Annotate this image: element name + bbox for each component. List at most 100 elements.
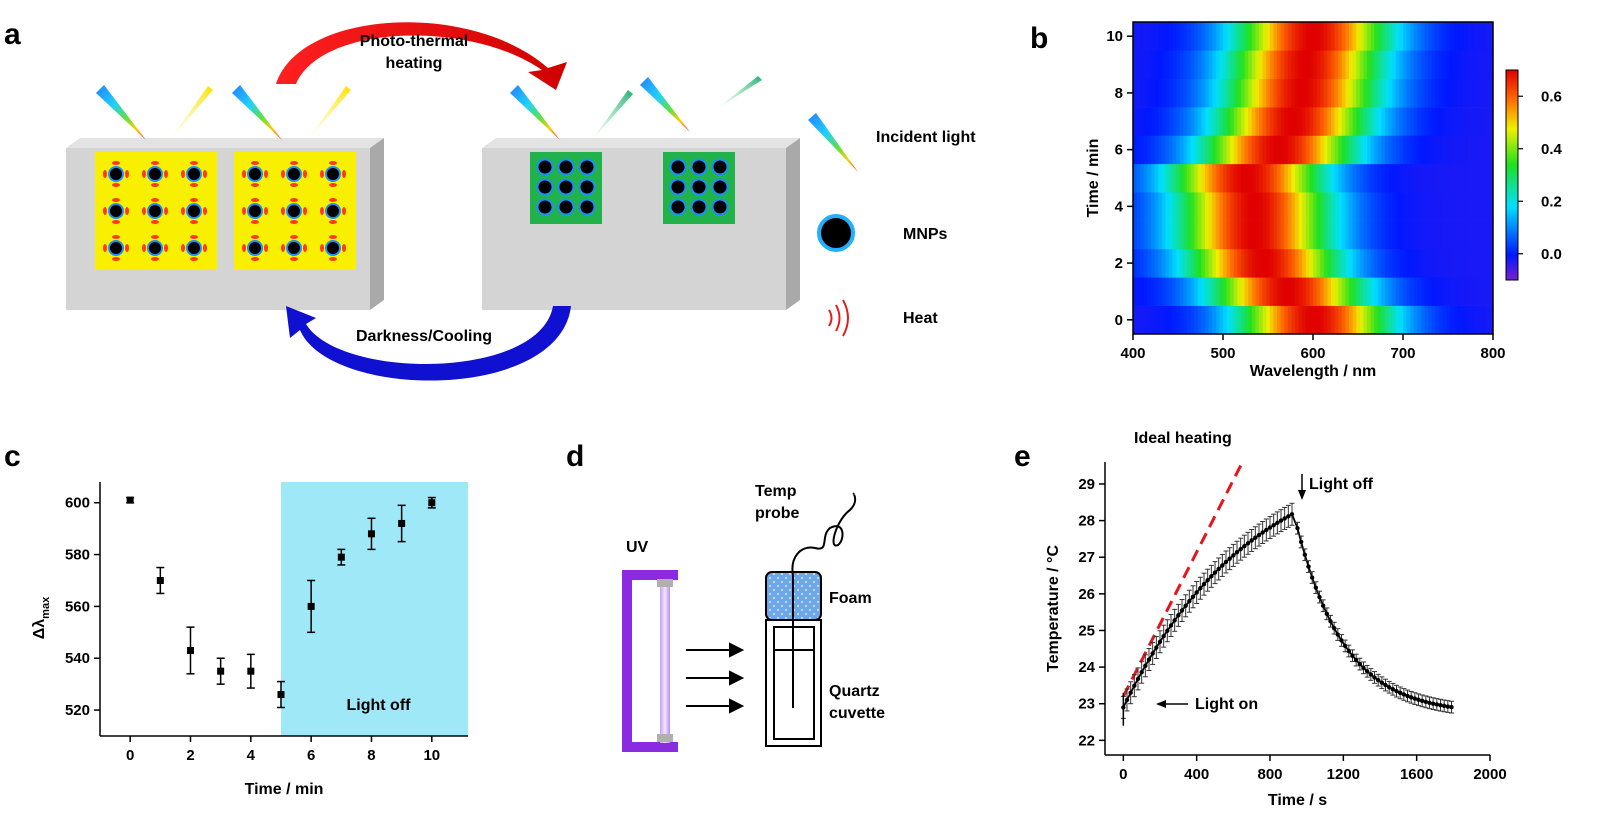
- heatmap-cell: [1259, 163, 1264, 193]
- heatmap-cell: [1226, 305, 1231, 335]
- heatmap-cell: [1467, 220, 1472, 250]
- photothermal-label-1: Photo-thermal: [360, 33, 468, 50]
- heatmap-cell: [1219, 305, 1224, 335]
- heatmap-cell: [1151, 220, 1156, 250]
- heatmap-cell: [1410, 78, 1415, 108]
- y-axis-title: Δλmax: [31, 596, 52, 639]
- heatmap-cell: [1313, 277, 1318, 306]
- heatmap-cell: [1413, 192, 1418, 221]
- heatmap-cell: [1266, 107, 1271, 136]
- heatmap-cell: [1244, 22, 1249, 51]
- heatmap-cell: [1241, 22, 1246, 51]
- heatmap-cell: [1251, 107, 1256, 136]
- temperature-point: [1164, 619, 1170, 643]
- heatmap-cell: [1439, 135, 1444, 165]
- heatmap-cell: [1266, 220, 1271, 250]
- heatmap-cell: [1392, 135, 1397, 165]
- heatmap-cell: [1478, 277, 1483, 306]
- heatmap-cell: [1367, 50, 1372, 80]
- heatmap-cell: [1424, 50, 1429, 80]
- heatmap-cell: [1482, 305, 1487, 335]
- heated-mnp: [281, 198, 307, 224]
- heatmap-cell: [1295, 220, 1300, 250]
- x-tick-label: 800: [1480, 345, 1505, 362]
- cool-mnp: [669, 198, 687, 216]
- heatmap-cell: [1392, 220, 1397, 250]
- heatmap-cell: [1453, 107, 1458, 136]
- heatmap-cell: [1381, 192, 1386, 221]
- heated-mnp: [181, 235, 207, 261]
- heatmap-cell: [1475, 192, 1480, 221]
- heatmap-cell: [1388, 220, 1393, 250]
- heatmap-cell: [1133, 305, 1138, 335]
- y-tick-label: 24: [1078, 659, 1095, 676]
- heatmap-cell: [1388, 277, 1393, 306]
- heatmap-cell: [1205, 305, 1210, 335]
- heatmap-cell: [1417, 135, 1422, 165]
- uv-arrows: [686, 642, 745, 714]
- heatmap-cell: [1482, 78, 1487, 108]
- heatmap-cell: [1241, 220, 1246, 250]
- heatmap-cell: [1136, 192, 1141, 221]
- heatmap-cell: [1417, 248, 1422, 278]
- temperature-point: [1368, 668, 1374, 681]
- heatmap-cell: [1485, 220, 1490, 250]
- heatmap-cell: [1233, 78, 1238, 108]
- heatmap-cell: [1273, 135, 1278, 165]
- panel-letter-a: a: [4, 18, 21, 51]
- heatmap-cell: [1334, 220, 1339, 250]
- heatmap-cell: [1421, 107, 1426, 136]
- heatmap-cell: [1302, 22, 1307, 51]
- heatmap-cell: [1212, 50, 1217, 80]
- heatmap-cell: [1334, 135, 1339, 165]
- heatmap-cell: [1352, 107, 1357, 136]
- heatmap-cell: [1431, 107, 1436, 136]
- heatmap-cell: [1460, 78, 1465, 108]
- heatmap-cell: [1287, 277, 1292, 306]
- heatmap-cell: [1201, 135, 1206, 165]
- heatmap-cell: [1133, 22, 1138, 51]
- heatmap-cell: [1215, 192, 1220, 221]
- heatmap-row: [1133, 248, 1494, 278]
- heatmap-cell: [1169, 50, 1174, 80]
- y-axis-title: Time / min: [1085, 139, 1102, 218]
- heatmap-cell: [1208, 220, 1213, 250]
- heatmap-cell: [1370, 192, 1375, 221]
- heatmap-cell: [1161, 220, 1166, 250]
- heatmap-cell: [1187, 135, 1192, 165]
- temperature-point: [1390, 682, 1396, 696]
- heatmap-cell: [1302, 248, 1307, 278]
- heatmap-cell: [1147, 22, 1152, 51]
- heatmap-cell: [1316, 50, 1321, 80]
- temperature-point: [1295, 521, 1300, 535]
- heatmap-cell: [1194, 220, 1199, 250]
- temperature-point: [1223, 550, 1229, 574]
- heatmap-cell: [1460, 305, 1465, 335]
- heatmap-cell: [1485, 50, 1490, 80]
- heatmap-cell: [1421, 220, 1426, 250]
- heatmap-cell: [1331, 50, 1336, 80]
- heatmap-cell: [1223, 22, 1228, 51]
- heat-icon: [828, 299, 849, 337]
- heatmap-cell: [1287, 163, 1292, 193]
- heatmap-cell: [1154, 50, 1159, 80]
- heatmap-cell: [1237, 78, 1242, 108]
- heatmap-cell: [1273, 78, 1278, 108]
- heatmap-cell: [1392, 163, 1397, 193]
- heatmap-cell: [1424, 163, 1429, 193]
- heatmap-cell: [1208, 192, 1213, 221]
- heatmap-cell: [1428, 135, 1433, 165]
- heatmap-cell: [1489, 277, 1494, 306]
- panel-d: d UV Temp probe Foam Quartz cuvette: [566, 440, 885, 752]
- heatmap-cell: [1280, 192, 1285, 221]
- heatmap-cell: [1205, 248, 1210, 278]
- heatmap-cell: [1194, 78, 1199, 108]
- data-point: [216, 657, 225, 685]
- heatmap-cell: [1464, 78, 1469, 108]
- y-tick-label: 600: [65, 495, 90, 512]
- heatmap-cell: [1176, 50, 1181, 80]
- heatmap-cell: [1241, 50, 1246, 80]
- heatmap-cell: [1226, 135, 1231, 165]
- incident-light-icon: [808, 113, 858, 172]
